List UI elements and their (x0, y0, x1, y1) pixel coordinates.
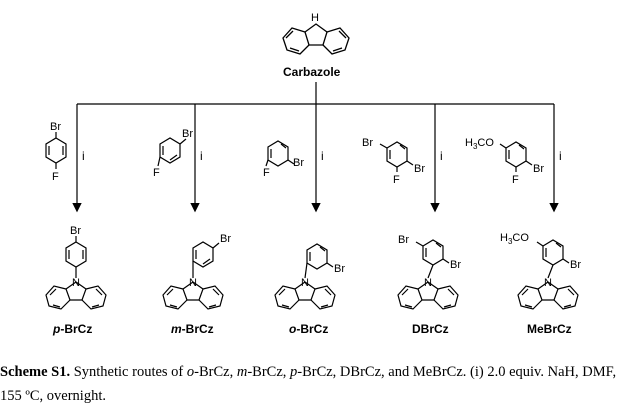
product-dbrcz (397, 239, 459, 310)
carbazole-label: Carbazole (283, 65, 341, 79)
fluoro-label: F (153, 167, 160, 179)
product-label-m-brcz: m-BrCz (171, 322, 214, 336)
fluoro-label: F (263, 167, 270, 179)
nitrogen-label: N (189, 277, 197, 289)
branch-lines (72, 82, 559, 213)
bromo-label: Br (414, 163, 425, 175)
reagent-label: i (559, 149, 562, 163)
reagent-label: i (82, 149, 85, 163)
reactant-dibromofluorobenzene (379, 141, 414, 172)
product-p-brcz (45, 236, 107, 310)
caption-m: m (236, 364, 248, 380)
caption-title: Scheme S1. (0, 364, 71, 380)
bromo-label: Br (450, 259, 461, 271)
product-label-mebrcz: MeBrCz (527, 322, 572, 336)
reagent-label: i (440, 149, 443, 163)
product-mebrcz (517, 239, 579, 310)
bromo-label: Br (334, 263, 345, 275)
product-label-o-brcz: o-BrCz (289, 322, 328, 336)
caption-text: -BrCz, DBrCz, and MeBrCz. (i) 2.0 equiv.… (0, 364, 617, 404)
product-m-brcz (162, 241, 224, 310)
reactant-o-bromofluorobenzene (265, 140, 295, 167)
fluoro-label: F (52, 171, 59, 183)
product-o-brcz (274, 243, 336, 310)
nitrogen-label: N (424, 277, 432, 289)
bromo-label: Br (533, 163, 544, 175)
reagent-label: i (200, 149, 203, 163)
bromo-label: Br (70, 225, 81, 237)
caption-text: -BrCz, (247, 364, 290, 380)
nitrogen-label: N (301, 277, 309, 289)
caption-text: Synthetic routes of (70, 364, 187, 380)
reagent-label: i (321, 149, 324, 163)
fluoro-label: F (512, 174, 519, 186)
bromo-label: Br (362, 137, 373, 149)
product-label-dbrcz: DBrCz (412, 322, 449, 336)
bromo-label: Br (293, 157, 304, 169)
reactant-m-bromofluorobenzene (157, 137, 187, 167)
caption-p: p (290, 364, 298, 380)
reactant-bromofluoroanisole (499, 141, 533, 172)
nitrogen-label: N (72, 277, 80, 289)
methoxy-label: H3CO (500, 232, 529, 246)
bromo-label: Br (50, 121, 61, 133)
scheme-caption: Scheme S1. Synthetic routes of o-BrCz, m… (0, 360, 634, 408)
fluoro-label: F (393, 174, 400, 186)
bromo-label: Br (398, 234, 409, 246)
methoxy-label: H3CO (465, 137, 494, 151)
caption-text: -BrCz, (194, 364, 237, 380)
nitrogen-label: N (544, 277, 552, 289)
carbazole-structure (282, 23, 350, 55)
caption-o: o (186, 364, 195, 380)
product-label-p-brcz: p-BrCz (52, 322, 92, 336)
bromo-label: Br (182, 128, 193, 140)
carbazole-nh-label: H (311, 12, 319, 24)
reactant-p-bromofluorobenzene (45, 132, 67, 169)
reaction-scheme: H Carbazole i i i i i Br F Br F Br F (45, 12, 581, 336)
bromo-label: Br (220, 233, 231, 245)
bromo-label: Br (570, 259, 581, 271)
